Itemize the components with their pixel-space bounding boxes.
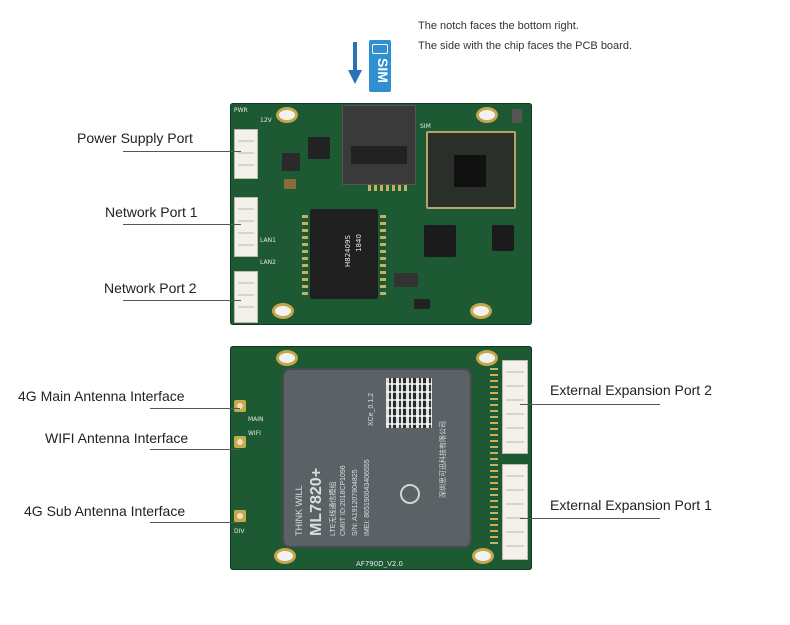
leader-line xyxy=(520,404,660,405)
label-network-port-1: Network Port 1 xyxy=(105,204,198,220)
mount-hole xyxy=(272,303,294,319)
module-sn: S/N: A191207804825 xyxy=(352,469,359,536)
module-maker: 深圳思可迅科技有限公司 xyxy=(440,421,447,498)
leader-line xyxy=(123,151,241,152)
mount-hole xyxy=(274,548,296,564)
sub-antenna-connector xyxy=(234,510,246,522)
sim-card-icon xyxy=(372,44,388,54)
sim-tag: SIM xyxy=(369,40,391,92)
expansion-pads xyxy=(490,368,498,544)
label-4g-sub-antenna: 4G Sub Antenna Interface xyxy=(24,503,186,519)
expansion-port-1-connector xyxy=(502,464,528,560)
lte-module: THINK WILL ML7820+ LTE无线通信模组 CMIIT ID:20… xyxy=(282,368,472,548)
silk-div: DIV xyxy=(234,528,245,535)
label-wifi-antenna: WIFI Antenna Interface xyxy=(45,430,189,446)
note-chip-side: The side with the chip faces the PCB boa… xyxy=(418,40,633,52)
ethernet-transformer: H82409S 1840 xyxy=(310,209,378,299)
bottom-pcb-board: MAIN WIFI DIV AF790D_V2.0 THINK WILL ML7… xyxy=(230,346,532,570)
leader-line xyxy=(520,518,660,519)
module-subtitle: LTE无线通信模组 xyxy=(330,481,337,536)
sim-pins xyxy=(368,185,408,191)
label-power-supply-port: Power Supply Port xyxy=(77,130,193,146)
silk-version: AF790D_V2.0 xyxy=(356,560,403,568)
regulator-chip xyxy=(308,137,330,159)
mount-hole xyxy=(470,303,492,319)
top-pcb-board: PWR 12V LAN1 LAN2 SIM H82409S 1840 xyxy=(230,103,532,325)
label-4g-main-antenna: 4G Main Antenna Interface xyxy=(18,388,185,404)
leader-line xyxy=(150,522,240,523)
mount-hole xyxy=(476,107,498,123)
sim-socket xyxy=(342,105,416,185)
silk-wifi: WIFI xyxy=(248,430,261,437)
leader-line xyxy=(150,408,240,409)
sim-tag-label: SIM xyxy=(375,58,391,83)
expansion-port-2-connector xyxy=(502,360,528,454)
power-connector xyxy=(234,129,258,179)
note-notch: The notch faces the bottom right. xyxy=(418,20,579,32)
silk-12v: 12V xyxy=(260,117,272,124)
silk-main: MAIN xyxy=(248,416,264,423)
down-arrow-icon xyxy=(348,42,362,84)
label-external-expansion-port-2: External Expansion Port 2 xyxy=(550,382,712,398)
transformer-pins xyxy=(380,213,386,295)
module-revision: XCe_0.1.2 xyxy=(368,392,375,426)
network-port-1-connector xyxy=(234,197,258,257)
leader-line xyxy=(123,300,241,301)
push-button xyxy=(512,109,522,123)
mount-hole xyxy=(476,350,498,366)
module-cmiit: CMIIT ID:2018CP1096 xyxy=(340,465,347,536)
crystal xyxy=(394,273,418,287)
network-port-2-connector xyxy=(234,271,258,323)
mount-hole xyxy=(276,350,298,366)
leader-line xyxy=(123,224,241,225)
label-external-expansion-port-1: External Expansion Port 1 xyxy=(550,497,712,513)
small-chip xyxy=(492,225,514,251)
module-imei: IMEI: 865190043406555 xyxy=(364,459,371,536)
wifi-module-shield xyxy=(426,131,516,209)
main-antenna-connector xyxy=(234,400,246,412)
module-model: ML7820+ xyxy=(308,467,325,536)
mount-hole xyxy=(276,107,298,123)
ccc-mark-icon xyxy=(400,484,420,504)
inductor xyxy=(282,153,300,171)
silk-lan1: LAN1 xyxy=(260,237,276,244)
transformer-pins xyxy=(302,213,308,295)
wifi-antenna-connector xyxy=(234,436,246,448)
leader-line xyxy=(150,449,240,450)
silk-sim: SIM xyxy=(420,123,431,130)
smd-part xyxy=(414,299,430,309)
processor-chip xyxy=(424,225,456,257)
mount-hole xyxy=(472,548,494,564)
module-brand: THINK WILL xyxy=(294,485,304,536)
silk-lan2: LAN2 xyxy=(260,259,276,266)
silk-pwr: PWR xyxy=(234,107,248,114)
capacitor xyxy=(284,179,296,189)
label-network-port-2: Network Port 2 xyxy=(104,280,197,296)
